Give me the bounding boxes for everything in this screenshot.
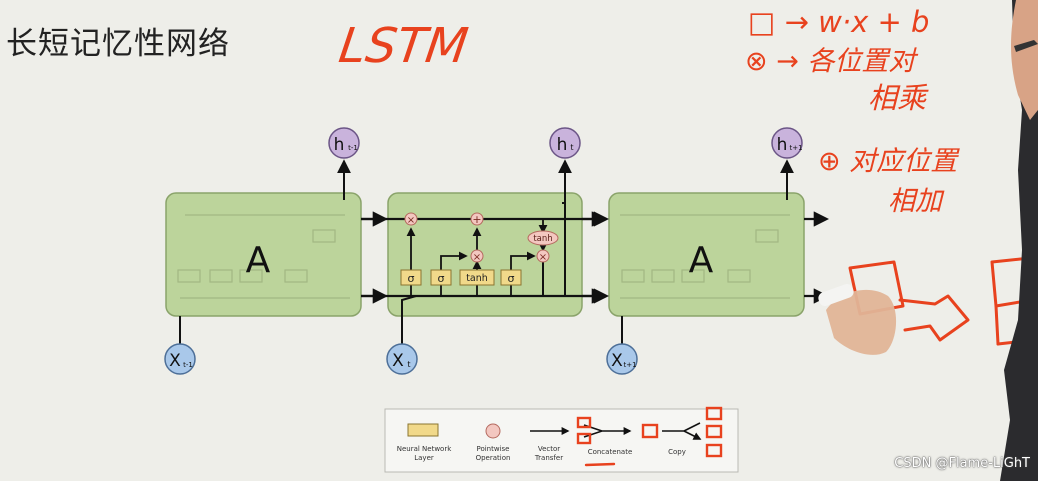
cell-next-label: A [689, 240, 714, 281]
input-x-next: X t+1 [606, 343, 638, 375]
pen-notes: □ → w·x + b ⊗ → 各位置对 相乘 ⊕ 对应位置 相加 [745, 5, 960, 217]
svg-text:t+1: t+1 [623, 361, 636, 369]
legend-copy-arrow [662, 422, 700, 439]
legend-copy-label: Copy [668, 448, 686, 456]
legend: Neural Network Layer Pointwise Operation… [384, 408, 739, 473]
svg-text:X: X [169, 351, 181, 371]
handwritten-lstm: LSTM [336, 18, 472, 74]
gate-forget-sigma: σ [400, 269, 422, 286]
slide-title: 长短记忆性网络 [6, 26, 230, 62]
note-line-2: ⊗ → 各位置对 [745, 46, 918, 77]
svg-text:tanh: tanh [533, 234, 552, 244]
cell-next: A [608, 192, 805, 317]
svg-text:t: t [407, 360, 410, 369]
cell-current: × + × × tanh σ σ tanh [361, 159, 608, 346]
output-h-current: h t [549, 127, 581, 159]
svg-text:×: × [407, 215, 415, 226]
legend-concat-label: Concatenate [587, 448, 633, 456]
pen-marks-legend [576, 406, 723, 467]
note-line-3: 相乘 [868, 81, 929, 115]
cell-prev: A [165, 192, 362, 317]
svg-text:t-1: t-1 [348, 144, 358, 152]
svg-text:t: t [570, 143, 573, 152]
svg-text:σ: σ [508, 272, 515, 285]
pointwise-multiply-input: × [470, 249, 484, 263]
svg-text:σ: σ [408, 272, 415, 285]
svg-text:X: X [611, 351, 623, 371]
legend-nn-layer-label: Neural Network Layer [396, 445, 452, 462]
svg-text:t-1: t-1 [183, 361, 193, 369]
gate-input-sigma: σ [430, 269, 452, 286]
svg-text:tanh: tanh [466, 273, 488, 284]
pointwise-multiply-output: × [536, 249, 550, 263]
note-line-5: 相加 [888, 186, 945, 217]
pointwise-add: + [470, 212, 484, 226]
svg-text:h: h [334, 135, 345, 155]
input-x-current: X t [386, 343, 418, 375]
legend-nn-layer-swatch [407, 423, 439, 437]
output-h-next: h t+1 [771, 127, 803, 159]
presenter [818, 0, 1038, 481]
svg-text:σ: σ [438, 272, 445, 285]
gate-candidate-tanh: tanh [459, 269, 495, 286]
gate-output-sigma: σ [500, 269, 522, 286]
svg-text:×: × [539, 252, 547, 263]
legend-vector-label: Vector Transfer [534, 445, 564, 462]
watermark: CSDN @Flame-LiGhT [894, 456, 1030, 471]
note-line-1: □ → w·x + b [748, 5, 929, 39]
output-h-prev: h t-1 [328, 127, 360, 159]
svg-text:h: h [777, 135, 788, 155]
legend-pointwise-swatch [485, 423, 501, 439]
input-x-prev: X t-1 [164, 343, 196, 375]
svg-text:×: × [473, 252, 481, 263]
svg-text:h: h [557, 135, 568, 155]
note-line-4: ⊕ 对应位置 [818, 146, 960, 177]
svg-text:X: X [392, 351, 404, 371]
pointwise-multiply-forget: × [404, 212, 418, 226]
legend-pointwise-label: Pointwise Operation [475, 445, 511, 462]
pointwise-tanh: tanh [527, 230, 559, 246]
cell-prev-label: A [246, 240, 271, 281]
svg-text:t+1: t+1 [789, 144, 802, 152]
svg-text:+: + [472, 213, 481, 226]
